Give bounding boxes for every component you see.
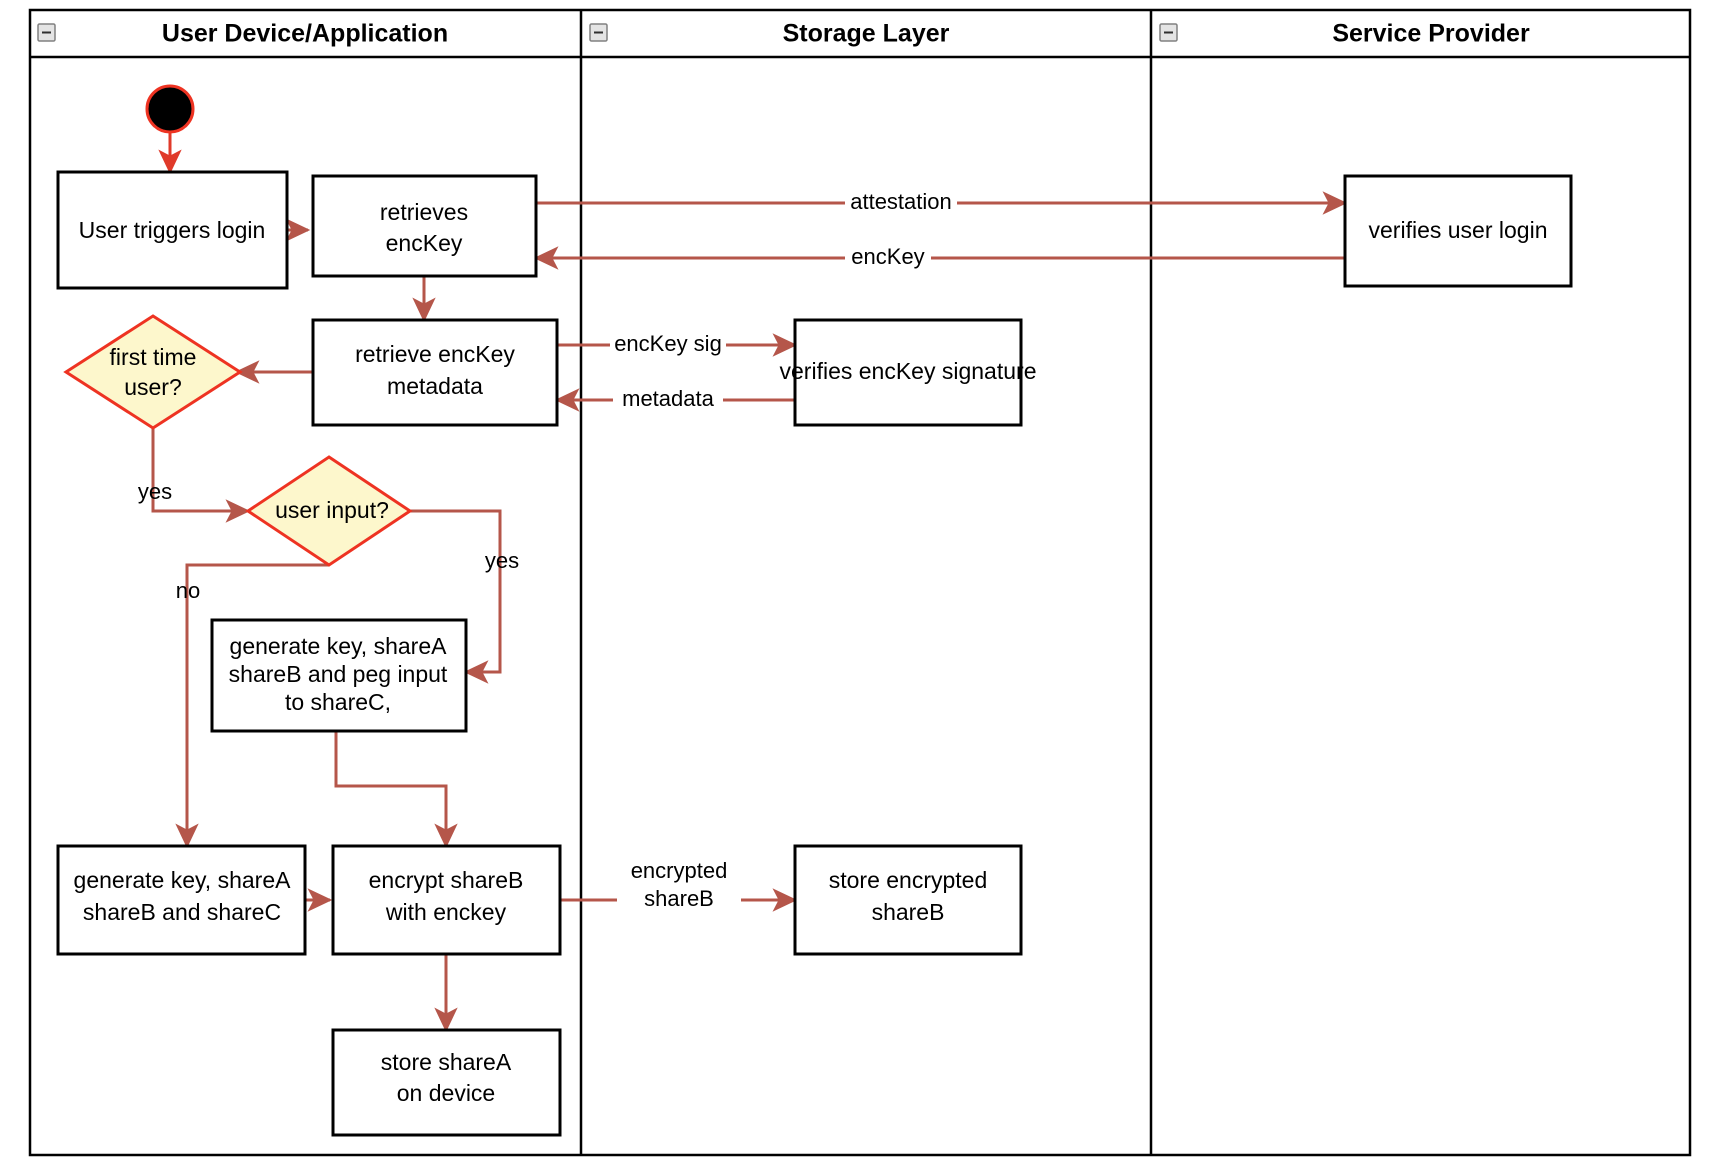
activity-label-line-1: retrieves — [380, 199, 468, 225]
edge-userinput-no — [175, 563, 329, 849]
activity-generate-peg-input[interactable]: generate key, shareA shareB and peg inpu… — [210, 618, 468, 733]
initial-node[interactable] — [145, 84, 195, 134]
activity-label-line-2: shareB and peg input — [229, 661, 448, 687]
activity-label-line-2: metadata — [387, 373, 483, 399]
edge-label-metadata: metadata — [622, 386, 714, 411]
lane-title-service-provider: Service Provider — [1332, 20, 1530, 48]
diagram-outer-frame — [28, 8, 1692, 1157]
lane-header-storage[interactable]: Storage Layer — [589, 20, 950, 48]
edge-label-enckey-sig: encKey sig — [614, 331, 722, 356]
activity-label-line-1: store shareA — [381, 1049, 512, 1075]
activity-label-line-1: retrieve encKey — [355, 341, 515, 367]
activity-label-line-1: generate key, shareA — [230, 633, 448, 659]
activity-verifies-user-login[interactable]: verifies user login — [1343, 174, 1573, 288]
edge-label-yes-user-input: yes — [485, 548, 519, 573]
activity-label: verifies user login — [1369, 217, 1548, 243]
activity-label-line-1: encrypt shareB — [369, 867, 524, 893]
decision-label-line-2: user? — [124, 374, 182, 400]
activity-label-line-2: shareB and shareC — [83, 899, 281, 925]
edge-label-encrypted-shareb-line-2: shareB — [644, 886, 714, 911]
activity-label: User triggers login — [79, 217, 266, 243]
activity-label-line-3: to shareC, — [285, 689, 391, 715]
edge-labels: attestation encKey encKey sig metadata y… — [138, 189, 957, 916]
edge-peg-to-encrypt — [334, 731, 458, 849]
lane-title-user-device: User Device/Application — [162, 20, 448, 48]
edge-label-enckey: encKey — [851, 244, 924, 269]
activity-label-line-1: store encrypted — [829, 867, 988, 893]
decision-first-time-user[interactable]: first time user? — [63, 314, 243, 430]
activity-label: verifies encKey signature — [780, 358, 1037, 384]
decision-label-line-1: first time — [110, 344, 197, 370]
decision-label: user input? — [275, 497, 389, 523]
activity-label-line-1: generate key, shareA — [74, 867, 292, 893]
edge-label-no-user-input: no — [176, 578, 200, 603]
activity-generate-shares[interactable]: generate key, shareA shareB and shareC — [56, 844, 307, 956]
edge-label-yes-first-time: yes — [138, 479, 172, 504]
activity-user-triggers-login[interactable]: User triggers login — [56, 170, 289, 290]
edge-label-attestation: attestation — [850, 189, 952, 214]
activity-label-line-2: on device — [397, 1080, 495, 1106]
decision-user-input[interactable]: user input? — [245, 455, 413, 567]
lane-title-storage-layer: Storage Layer — [783, 20, 950, 48]
minus-box-icon[interactable] — [1159, 23, 1178, 42]
activity-verifies-enckey-signature[interactable]: verifies encKey signature — [780, 318, 1037, 427]
activity-encrypt-shareb[interactable]: encrypt shareB with enckey — [331, 844, 562, 956]
activity-store-encrypted-shareb[interactable]: store encrypted shareB — [793, 844, 1023, 956]
activity-label-line-2: shareB — [872, 899, 945, 925]
activity-store-sharea-on-device[interactable]: store shareA on device — [331, 1028, 562, 1137]
edge-label-encrypted-shareb-line-1: encrypted — [631, 858, 728, 883]
edge-userinput-yes — [410, 509, 502, 684]
activity-label-line-2: with enckey — [385, 899, 507, 925]
activity-retrieve-enckey-metadata[interactable]: retrieve encKey metadata — [311, 318, 559, 427]
activity-label-line-2: encKey — [386, 230, 463, 256]
minus-box-icon[interactable] — [37, 23, 56, 42]
swimlane-frame — [28, 8, 1692, 1157]
activity-retrieves-enckey[interactable]: retrieves encKey — [311, 174, 538, 278]
minus-box-icon[interactable] — [589, 23, 608, 42]
lane-header-service-provider[interactable]: Service Provider — [1159, 20, 1530, 48]
lane-header-user-device[interactable]: User Device/Application — [37, 20, 448, 48]
edge-firsttime-yes — [151, 416, 251, 523]
